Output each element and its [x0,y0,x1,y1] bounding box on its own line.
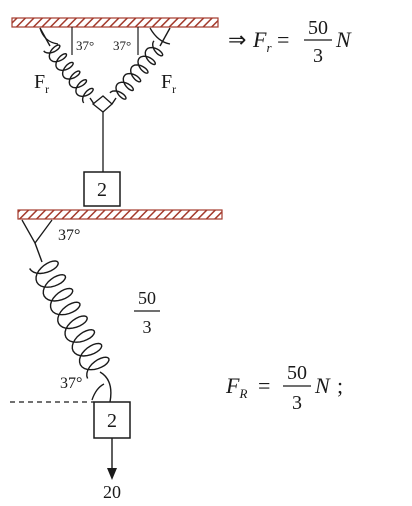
top-block [83,171,121,207]
bottom-angle-top-arc [21,219,53,245]
top-equation: ⇒ Fr = 50 3 N [228,17,352,67]
top-block-label: 2 [97,179,107,201]
bottom-angle-top-label: 37° [58,227,80,244]
bottom-block [93,401,131,439]
bottom-force-arrow-head [107,468,117,480]
bottom-equation: FR = 50 3 N ; [225,362,343,414]
top-spring-right-label: Fr [161,71,176,96]
bottom-eq-denominator: 3 [292,392,302,414]
bottom-eq-unit: N [314,373,331,398]
bottom-eq-lhs: FR [225,373,247,401]
top-eq-equals: = [277,27,289,52]
bottom-ceiling [17,209,223,220]
bottom-eq-numerator: 50 [287,362,307,384]
top-joint-knot [91,95,113,113]
top-eq-unit: N [335,27,352,52]
top-left-spring-lead-in [39,27,51,47]
bottom-fraction-numerator: 50 [138,288,156,308]
bottom-eq-terminator: ; [337,373,343,398]
top-angle-right-arc [149,27,171,45]
top-eq-numerator: 50 [308,17,328,39]
top-right-spring-lead-out [111,97,117,105]
bottom-angle-bottom-arc [91,383,105,401]
top-eq-arrow: ⇒ [228,27,246,52]
bottom-spring-lead-in [34,242,43,263]
bottom-angle-bottom-label: 37° [60,375,82,392]
top-right-spring-coil [109,40,164,100]
top-left-spring-coil [43,44,94,104]
top-spring-left-label: Fr [34,71,49,96]
bottom-spring [29,242,112,403]
top-angle-left-arc [39,27,59,45]
bottom-block-label: 2 [107,410,117,432]
bottom-force-label: 20 [103,482,121,502]
top-eq-lhs: Fr [252,27,272,55]
bottom-spring-fraction: 50 3 [134,288,160,337]
top-angle-right-label: 37° [113,38,131,53]
top-right-spring [109,27,171,105]
bottom-eq-equals: = [258,373,270,398]
bottom-spring-coil [29,260,110,379]
bottom-fraction-denominator: 3 [143,317,152,337]
top-ceiling [11,17,219,28]
top-right-spring-lead-in [159,27,171,47]
top-eq-denominator: 3 [313,45,323,67]
top-angle-left-label: 37° [76,38,94,53]
bottom-spring-lead-out [99,371,112,403]
